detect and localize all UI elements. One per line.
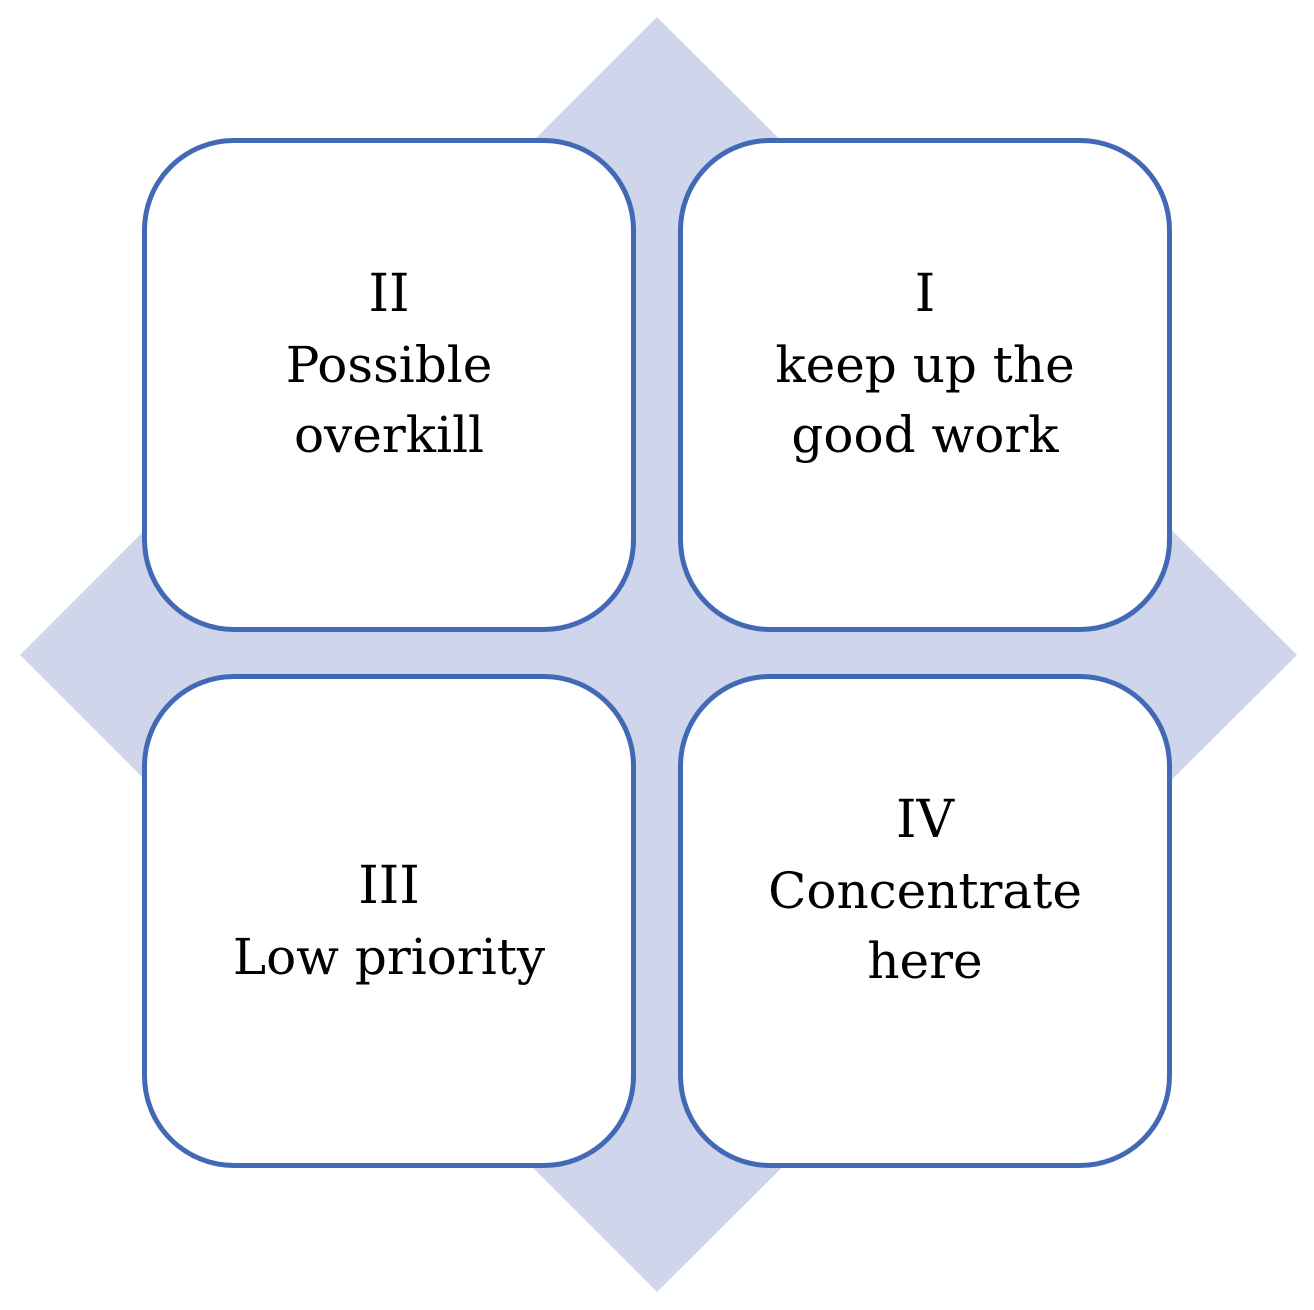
quadrant-i-label: keep up the good work (775, 336, 1075, 464)
quadrant-iii-box: III Low priority (142, 674, 636, 1168)
quadrant-ii-label: Possible overkill (285, 336, 493, 464)
quadrant-iv-label: Concentrate here (768, 862, 1082, 990)
quadrant-iii-numeral: III (358, 856, 420, 916)
quadrant-iv-box: IV Concentrate here (678, 674, 1172, 1168)
quadrant-ii-box: II Possible overkill (142, 138, 636, 632)
quadrant-i-box: I keep up the good work (678, 138, 1172, 632)
quadrant-ii-numeral: II (368, 264, 410, 324)
quadrant-i-numeral: I (914, 264, 936, 324)
quadrant-iv-numeral: IV (895, 790, 955, 850)
quadrant-iii-label: Low priority (232, 928, 546, 986)
